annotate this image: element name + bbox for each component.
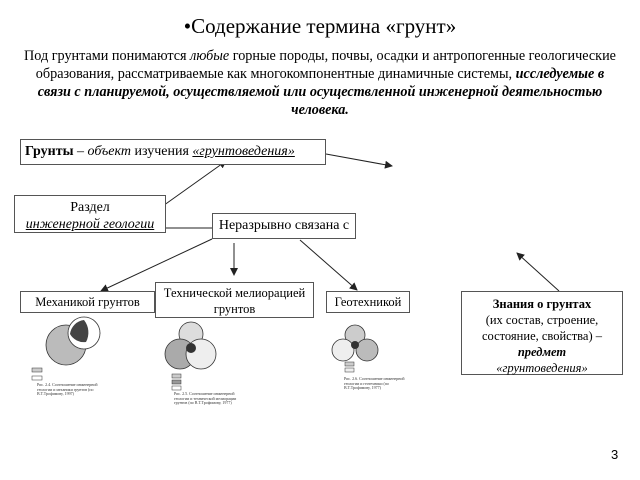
knowledge-line2: (их состав, строение, <box>485 313 599 327</box>
box-geotechnics: Геотехникой <box>326 291 410 313</box>
figure-caption-1: Рис. 2.4. Соотношение инженерной геологи… <box>37 382 98 397</box>
figure-caption-3: Рис. 2.6. Соотношение инженерной геологи… <box>344 376 405 391</box>
box-linked-with: Неразрывно связана с <box>212 213 356 239</box>
box-main-object: Грунты – объект изучения «грунтоведения» <box>20 139 326 165</box>
knowledge-title: Знания о грунтах <box>492 297 592 311</box>
section-line1: Раздел <box>70 200 110 215</box>
arrow-to-geotech <box>299 239 358 291</box>
arrow-knowledge-up <box>516 252 560 292</box>
box-technical-melioration: Технической мелиорацией грунтов <box>155 282 314 318</box>
venn-figure-melioration <box>164 321 217 391</box>
paragraph-part2: любые <box>190 48 230 64</box>
slide-title: •Содержание термина «грунт» <box>183 14 457 38</box>
box-section-engineering-geology: Раздел инженерной геологии <box>14 195 166 233</box>
knowledge-line5: «грунтоведения» <box>496 361 588 375</box>
arrow-to-mechanics <box>100 238 213 292</box>
paragraph-part4: исследуемые в связи с планируемой, осуще… <box>37 66 605 118</box>
page-number: 3 <box>611 447 619 462</box>
knowledge-line4: предмет <box>517 345 567 359</box>
venn-figure-geotech <box>331 324 379 373</box>
paragraph-part1: Под грунтами понимаются <box>24 48 191 64</box>
definition-paragraph: Под грунтами понимаются любые горные пор… <box>20 47 620 119</box>
box-knowledge-about-soils: Знания о грунтах (их состав, строение, с… <box>461 291 623 375</box>
arrow-to-right <box>325 153 393 169</box>
figure-caption-2: Рис. 2.5. Соотношение инженерной геологи… <box>174 391 237 406</box>
section-line2: инженерной геологии <box>25 217 155 232</box>
paragraph-part3: горные породы, почвы, осадки и антропоге… <box>35 48 616 82</box>
knowledge-line3: состояние, свойства) – <box>481 329 603 343</box>
box-soil-mechanics: Механикой грунтов <box>20 291 155 313</box>
venn-figure-mechanics <box>31 316 101 381</box>
